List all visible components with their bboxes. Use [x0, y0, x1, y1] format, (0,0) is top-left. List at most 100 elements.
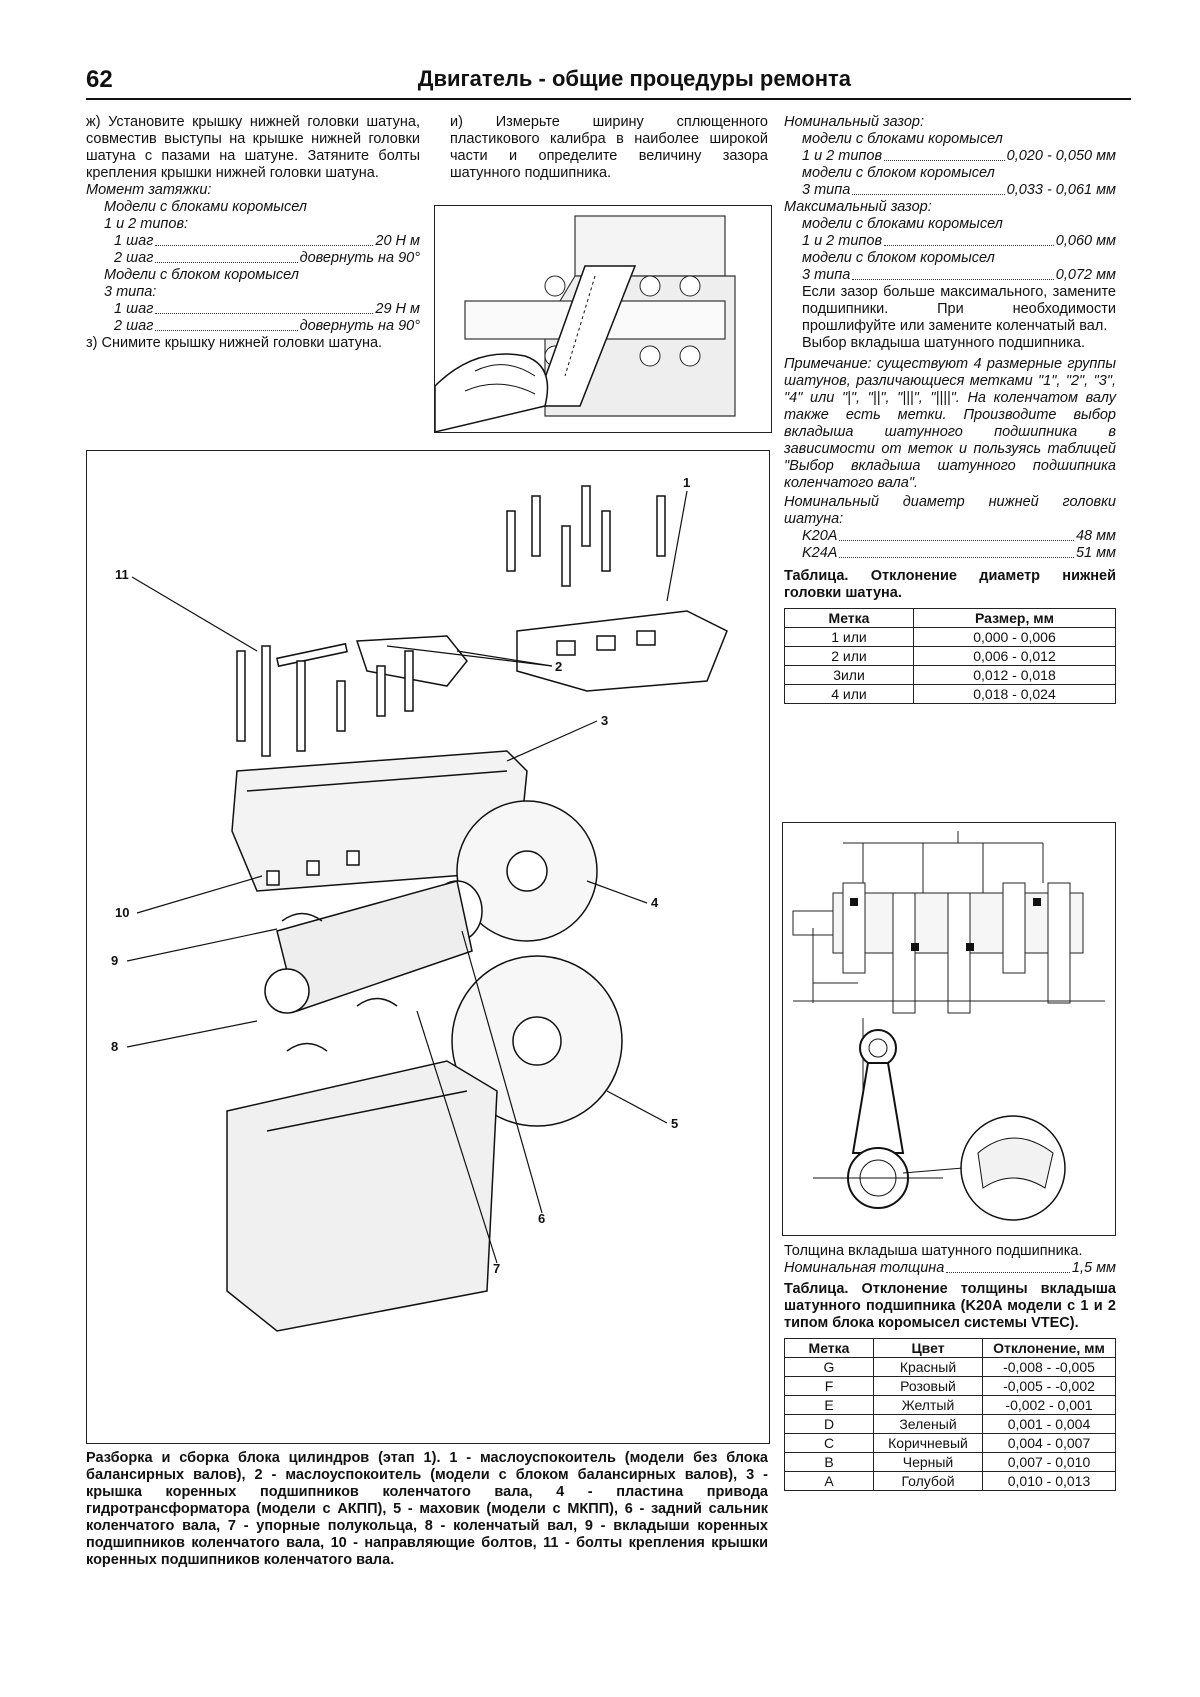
table-cell: 0,012 - 0,018: [913, 665, 1116, 685]
table-cell: C: [784, 1433, 874, 1453]
k20a-row: K20A 48 мм: [784, 528, 1116, 545]
callout-labels: 1 2 3 4 5 6 7 8 9 10 11: [111, 475, 690, 1276]
step-label: 2 шаг: [114, 318, 154, 334]
choice-text: Выбор вкладыша шатунного подшипника.: [802, 335, 1085, 351]
torque-step-1b: 1 шаг 29 Н м: [86, 301, 420, 318]
plastigage-illustration: [435, 215, 736, 432]
column-1: ж) Установите крышку нижней головки шату…: [86, 114, 420, 352]
table-cell: 0,006 - 0,012: [913, 646, 1116, 666]
row-label: K20A: [802, 528, 838, 544]
callout-2: 2: [555, 659, 562, 674]
thickness-section: Толщина вкладыша шатунного подшипника. Н…: [784, 1243, 1116, 1491]
table-cell: 0,007 - 0,010: [982, 1452, 1116, 1472]
row-label: 3 типа: [802, 182, 851, 198]
nominal-type-3: 3 типа 0,033 - 0,061 мм: [784, 182, 1116, 199]
table-header: Размер, мм: [913, 608, 1116, 628]
step-value: довернуть на 90°: [299, 318, 420, 334]
thickness-text: Толщина вкладыша шатунного подшипника.: [784, 1243, 1083, 1259]
row-label: 3 типа: [802, 267, 851, 283]
table-cell: Черный: [873, 1452, 983, 1472]
cylinder-block-part: [226, 1060, 498, 1332]
baffle-1-part: [516, 610, 728, 692]
max-gap-title: Максимальный зазор:: [784, 199, 932, 215]
table-cell: 0,004 - 0,007: [982, 1433, 1116, 1453]
step-value: 29 Н м: [375, 301, 420, 317]
exploded-view-illustration: 1 2 3 4 5 6 7 8 9 10 11: [111, 475, 728, 1332]
table-cell: Зеленый: [873, 1414, 983, 1434]
torque-title: Момент затяжки:: [86, 182, 212, 198]
table-cell: 1 или: [784, 627, 914, 647]
step-label: 1 шаг: [114, 301, 154, 317]
table-cell: 0,000 - 0,006: [913, 627, 1116, 647]
callout-1: 1: [683, 475, 690, 490]
table-cell: Голубой: [873, 1471, 983, 1491]
max-models-1: модели с блоками коромысел: [802, 216, 1003, 232]
table-cell: B: [784, 1452, 874, 1472]
torque-models-1: Модели с блоками коромысел: [104, 199, 307, 215]
table-cell: -0,008 - -0,005: [982, 1357, 1116, 1377]
callout-7: 7: [493, 1261, 500, 1276]
callout-4: 4: [651, 895, 659, 910]
table-cell: 0,010 - 0,013: [982, 1471, 1116, 1491]
table-cell: -0,002 - 0,001: [982, 1395, 1116, 1415]
callout-3: 3: [601, 713, 608, 728]
torque-step-2a: 2 шаг довернуть на 90°: [86, 250, 420, 267]
table-header: Метка: [784, 608, 914, 628]
table-cell: 3или: [784, 665, 914, 685]
callout-9: 9: [111, 953, 118, 968]
step-value: довернуть на 90°: [299, 250, 420, 266]
paragraph-z: з) Снимите крышку нижней головки шатуна.: [86, 335, 383, 351]
page-header: 62 Двигатель - общие процедуры ремонта: [86, 64, 1131, 100]
replace-text: Если зазор больше максимального, заменит…: [802, 284, 1116, 334]
torque-step-2b: 2 шаг довернуть на 90°: [86, 318, 420, 335]
max-models-2: модели с блоком коромысел: [802, 250, 995, 266]
page-title: Двигатель - общие процедуры ремонта: [417, 66, 851, 91]
table-cell: Желтый: [873, 1395, 983, 1415]
row-value: 0,033 - 0,061 мм: [1006, 182, 1116, 198]
torque-models-2: Модели с блоком коромысел: [104, 267, 299, 283]
step-label: 2 шаг: [114, 250, 154, 266]
table-cell: -0,005 - -0,002: [982, 1376, 1116, 1396]
nominal-models-2: модели с блоком коромысел: [802, 165, 995, 181]
table-header: Цвет: [873, 1338, 983, 1358]
row-value: 51 мм: [1075, 545, 1116, 561]
table-header: Отклонение, мм: [982, 1338, 1116, 1358]
row-value: 48 мм: [1075, 528, 1116, 544]
row-label: Номинальная толщина: [784, 1260, 945, 1276]
nominal-gap-title: Номинальный зазор:: [784, 114, 925, 130]
crankshaft-rod-figure: [782, 822, 1116, 1236]
row-value: 0,072 мм: [1055, 267, 1116, 283]
table-header: Метка: [784, 1338, 874, 1358]
table-cell: G: [784, 1357, 874, 1377]
table-cell: E: [784, 1395, 874, 1415]
note-text: Примечание: существуют 4 размерные групп…: [784, 356, 1116, 491]
k24a-row: K24A 51 мм: [784, 545, 1116, 562]
row-label: 1 и 2 типов: [802, 233, 883, 249]
engine-block-exploded-view: 1 2 3 4 5 6 7 8 9 10 11: [86, 450, 770, 1444]
step-value: 20 Н м: [375, 233, 420, 249]
table1-title: Таблица. Отклонение диаметр нижней голов…: [784, 568, 1116, 601]
table-cell: 0,018 - 0,024: [913, 684, 1116, 704]
row-label: K24A: [802, 545, 838, 561]
diameter-title: Номинальный диаметр нижней головки шатун…: [784, 494, 1116, 527]
row-value: 1,5 мм: [1071, 1260, 1116, 1276]
nominal-models-1: модели с блоками коромысел: [802, 131, 1003, 147]
row-value: 0,020 - 0,050 мм: [1006, 148, 1116, 164]
step-label: 1 шаг: [114, 233, 154, 249]
table2-title: Таблица. Отклонение толщины вкладыша шат…: [784, 1281, 1116, 1331]
max-type-3: 3 типа 0,072 мм: [784, 267, 1116, 284]
callout-10: 10: [115, 905, 129, 920]
torque-types-12: 1 и 2 типов:: [104, 216, 189, 232]
table-cell: 0,001 - 0,004: [982, 1414, 1116, 1434]
